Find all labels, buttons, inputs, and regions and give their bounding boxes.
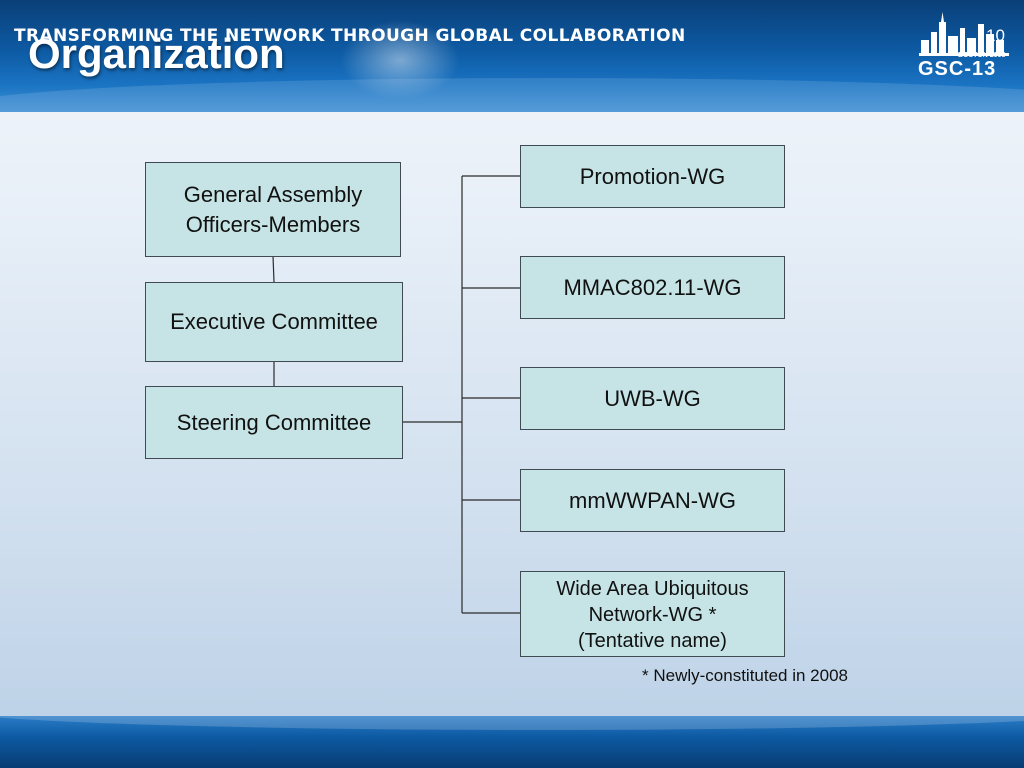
header-glow — [340, 20, 460, 100]
wide-area-ubiquitous-wg-box: Wide Area Ubiquitous Network-WG * (Tenta… — [520, 571, 785, 657]
mmac-wg-box: MMAC802.11-WG — [520, 256, 785, 319]
mmwwpan-wg-box: mmWWPAN-WG — [520, 469, 785, 532]
slide-title: Organization — [28, 30, 285, 77]
footer-swoosh — [0, 716, 1024, 730]
box-line: General Assembly — [183, 181, 363, 207]
promotion-wg-box: Promotion-WG — [520, 145, 785, 208]
box-line: Network-WG * — [588, 604, 717, 626]
box-line: (Tentative name) — [578, 630, 727, 652]
box-line: UWB-WG — [604, 386, 701, 411]
general-assembly-box: General Assembly Officers-Members — [145, 162, 401, 257]
boston-skyline-icon — [919, 12, 1009, 56]
box-line: MMAC802.11-WG — [563, 275, 742, 300]
footer-tagline: TRANSFORMING THE NETWORK THROUGH GLOBAL … — [14, 26, 686, 46]
logo-name: GSC-13 — [918, 58, 997, 80]
connector-assembly-executive — [272, 255, 275, 283]
box-line: Promotion-WG — [579, 164, 726, 189]
box-line: Steering Committee — [176, 409, 372, 435]
executive-committee-box: Executive Committee — [145, 282, 403, 362]
box-line: mmWWPAN-WG — [569, 488, 736, 513]
box-line: Executive Committee — [170, 309, 378, 334]
box-line: Wide Area Ubiquitous — [556, 578, 749, 600]
header-banner — [0, 0, 1024, 112]
page-number: 10 — [986, 26, 1005, 45]
uwb-wg-box: UWB-WG — [520, 367, 785, 430]
steering-committee-box: Steering Committee — [145, 386, 403, 459]
footer-banner — [0, 716, 1024, 768]
logo-subtitle: BOSTON 2008 — [958, 52, 1006, 59]
footnote: * Newly-constituted in 2008 — [642, 666, 849, 685]
box-line: Officers-Members — [185, 211, 361, 237]
